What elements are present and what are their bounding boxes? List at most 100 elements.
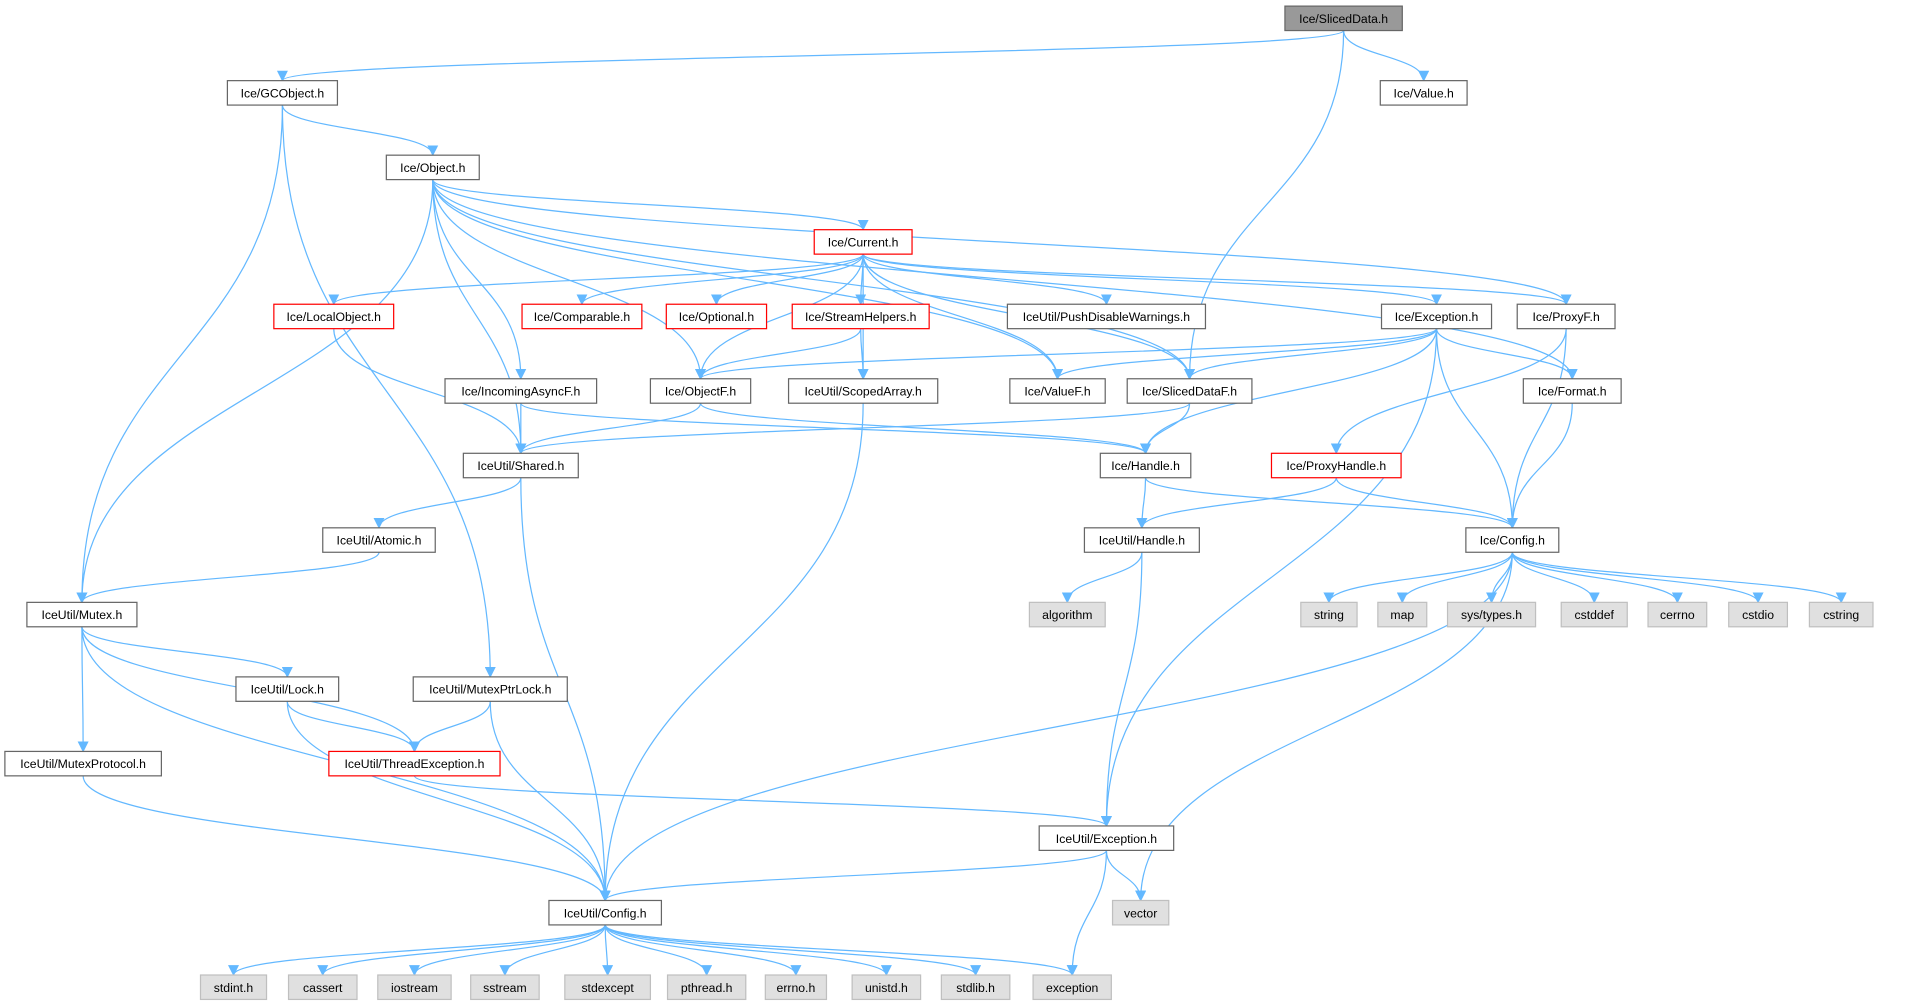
node-label: Ice/Value.h (1394, 86, 1454, 100)
node-label: Ice/LocalObject.h (287, 310, 381, 324)
edge-current-to-optional (710, 253, 864, 306)
node-shared[interactable]: IceUtil/Shared.h (462, 452, 579, 479)
edge-handle-to-config (1144, 477, 1518, 529)
node-label: Ice/ProxyF.h (1532, 310, 1599, 324)
node-scopedarray[interactable]: IceUtil/ScopedArray.h (787, 378, 939, 404)
node-label: cstring (1823, 608, 1859, 622)
node-incomingasyncf[interactable]: Ice/IncomingAsyncF.h (444, 378, 598, 404)
node-label: errno.h (777, 981, 816, 995)
node-box (940, 974, 1011, 1001)
node-label: IceUtil/Handle.h (1099, 534, 1185, 548)
node-box (666, 974, 747, 1001)
node-label: Ice/GCObject.h (241, 86, 325, 100)
node-iuhandle[interactable]: IceUtil/Handle.h (1083, 527, 1200, 553)
node-atomic[interactable]: IceUtil/Atomic.h (322, 527, 436, 553)
node-proxyf[interactable]: Ice/ProxyF.h (1516, 303, 1616, 330)
node-box (1284, 5, 1403, 32)
node-box (1560, 601, 1628, 628)
edge-format-to-config (1506, 403, 1573, 529)
node-threadexception[interactable]: IceUtil/ThreadException.h (328, 750, 501, 777)
node-lock[interactable]: IceUtil/Lock.h (235, 676, 340, 702)
node-localobject[interactable]: Ice/LocalObject.h (273, 303, 395, 330)
node-valuef[interactable]: Ice/ValueF.h (1009, 378, 1106, 404)
node-sstream: sstream (470, 974, 540, 1001)
edge-objectf-to-handle (699, 402, 1151, 455)
node-exception[interactable]: Ice/Exception.h (1380, 303, 1493, 330)
node-box (1446, 601, 1537, 628)
node-pushdisable[interactable]: IceUtil/PushDisableWarnings.h (1006, 303, 1207, 330)
node-label: stdint.h (214, 981, 253, 995)
node-iuconfig[interactable]: IceUtil/Config.h (548, 899, 663, 926)
node-mutexprotocol[interactable]: IceUtil/MutexProtocol.h (4, 750, 162, 777)
edge-object-to-incomingasyncf (432, 179, 527, 380)
node-box (851, 974, 922, 1001)
node-sliceddata[interactable]: Ice/SlicedData.h (1284, 5, 1403, 32)
edge-exception-to-sliceddataf (1184, 328, 1438, 380)
edge-iuexception-to-exceptionstd (1066, 850, 1108, 977)
node-label: IceUtil/ThreadException.h (344, 757, 484, 771)
node-box (462, 452, 579, 479)
edge-iuconfig-to-pthread (604, 924, 713, 977)
node-label: Ice/Optional.h (679, 310, 754, 324)
node-label: Ice/ProxyHandle.h (1286, 459, 1386, 473)
node-box (412, 676, 568, 702)
node-box (564, 974, 652, 1001)
node-handle[interactable]: Ice/Handle.h (1099, 452, 1192, 479)
edge-iuconfig-to-cassert (317, 924, 606, 977)
node-optional[interactable]: Ice/Optional.h (665, 303, 768, 330)
node-gcobject[interactable]: Ice/GCObject.h (226, 80, 339, 106)
node-box (377, 974, 452, 1001)
node-iuexception[interactable]: IceUtil/Exception.h (1038, 825, 1175, 851)
node-box (1808, 601, 1874, 628)
edge-sliceddata-to-gcobject (277, 30, 1345, 82)
node-box (26, 601, 138, 628)
node-label: Ice/Format.h (1538, 385, 1607, 399)
node-cstdio: cstdio (1728, 601, 1789, 628)
node-object[interactable]: Ice/Object.h (385, 154, 480, 181)
edge-object-to-mutex (76, 179, 434, 604)
edge-iuconfig-to-iostream (409, 924, 606, 977)
node-box (1270, 452, 1402, 479)
node-mutexptrlock[interactable]: IceUtil/MutexPtrLock.h (412, 676, 568, 702)
node-value[interactable]: Ice/Value.h (1379, 80, 1468, 106)
edge-exception-to-handle (1140, 328, 1438, 455)
node-label: IceUtil/PushDisableWarnings.h (1023, 310, 1190, 324)
edge-exception-to-objectf (695, 328, 1438, 380)
edge-proxyf-to-config (1506, 328, 1567, 529)
node-label: Ice/ValueF.h (1024, 385, 1090, 399)
node-box (1728, 601, 1789, 628)
node-proxyhandle[interactable]: Ice/ProxyHandle.h (1270, 452, 1402, 479)
node-label: IceUtil/Mutex.h (41, 608, 122, 622)
node-format[interactable]: Ice/Format.h (1522, 378, 1622, 404)
node-systypes: sys/types.h (1446, 601, 1537, 628)
node-label: cstdio (1742, 608, 1774, 622)
node-comparable[interactable]: Ice/Comparable.h (521, 303, 643, 330)
node-current[interactable]: Ice/Current.h (813, 229, 913, 255)
node-cstring: cstring (1808, 601, 1874, 628)
node-streamhelpers[interactable]: Ice/StreamHelpers.h (791, 303, 930, 330)
node-label: iostream (391, 981, 438, 995)
node-sliceddataf[interactable]: Ice/SlicedDataF.h (1126, 378, 1253, 404)
node-box (1099, 452, 1192, 479)
node-box (4, 750, 162, 777)
edge-object-to-proxyf (432, 179, 1572, 306)
node-box (1126, 378, 1253, 404)
node-box (322, 527, 436, 553)
edge-mutexptrlock-to-iuconfig (489, 701, 611, 902)
edge-object-to-valuef (432, 179, 1063, 380)
node-stdlib: stdlib.h (940, 974, 1011, 1001)
node-algorithm: algorithm (1028, 601, 1106, 628)
node-map: map (1377, 601, 1428, 628)
edge-iuconfig-to-stdexcept (602, 924, 614, 977)
edge-iuhandle-to-algorithm (1061, 552, 1143, 604)
node-config[interactable]: Ice/Config.h (1465, 527, 1560, 553)
node-iostream: iostream (377, 974, 452, 1001)
node-label: Ice/Object.h (400, 161, 465, 175)
node-mutex[interactable]: IceUtil/Mutex.h (26, 601, 138, 628)
node-box (1006, 303, 1207, 330)
node-box (649, 378, 752, 404)
node-objectf[interactable]: Ice/ObjectF.h (649, 378, 752, 404)
edge-exception-to-format (1435, 328, 1578, 380)
edge-object-to-current (432, 179, 869, 231)
